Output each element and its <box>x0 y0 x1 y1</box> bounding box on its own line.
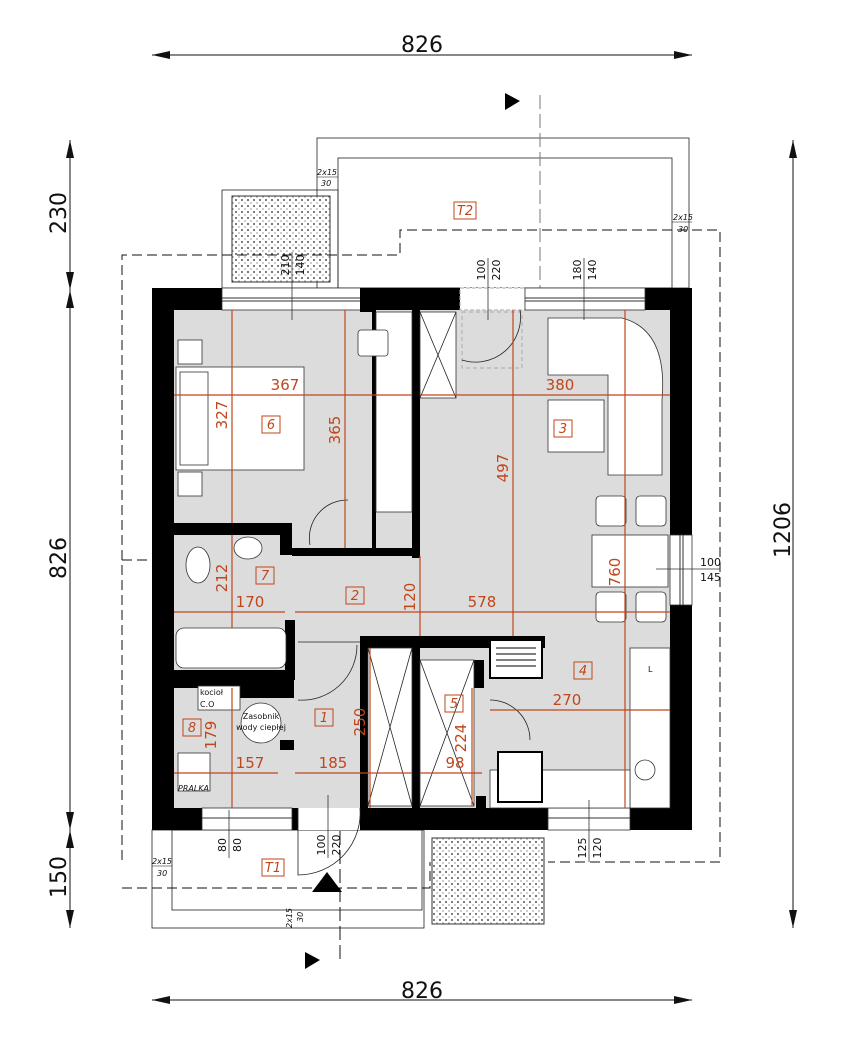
dim-bedroom-depth-2: 365 <box>326 416 344 445</box>
dining-table <box>591 534 669 588</box>
room-7: 7 <box>261 569 270 584</box>
tank-label-2: wody ciepłej <box>236 723 286 732</box>
dim-storage-width: 98 <box>445 754 464 772</box>
planter-top <box>231 195 331 283</box>
boiler <box>197 685 241 711</box>
right-total-dim: 1206 <box>771 502 796 558</box>
dim-bedroom-depth: 327 <box>213 401 231 430</box>
bathtub <box>175 627 287 669</box>
window-kitchen-width: 125 <box>576 838 589 859</box>
window-dining <box>669 534 693 606</box>
bottom-width-dim: 826 <box>401 979 443 1004</box>
steps-bottom-depth: 30 <box>296 912 305 922</box>
window-bedroom-height: 140 <box>294 255 307 276</box>
entrance-door-width: 100 <box>315 835 328 856</box>
tank-label: Zasobnik <box>243 712 280 721</box>
terrace-door-height: 220 <box>490 260 503 281</box>
room-3: 3 <box>559 422 567 437</box>
dim-boiler-width: 157 <box>236 754 265 772</box>
wardrobes <box>367 311 475 807</box>
window-dining-width: 100 <box>700 556 721 569</box>
dim-hall-depth: 120 <box>401 583 419 612</box>
fridge-label: L <box>648 665 653 674</box>
dim-storage-depth: 224 <box>452 724 470 753</box>
top-width-dim: 826 <box>401 33 443 58</box>
building: L kocioł C.O Zasobnik wody ciepłej PRALK… <box>152 287 693 876</box>
step-annotations: 2x15 30 2x15 30 2x15 30 2x15 30 <box>152 168 693 928</box>
coffee-table <box>547 399 605 453</box>
kitchen-counter <box>629 647 671 809</box>
section-marker-bottom <box>305 952 320 969</box>
dim-bedroom-width: 367 <box>271 376 300 394</box>
outer-dimensions: 826 826 230 826 150 1206 <box>47 33 797 1004</box>
window-boiler-width: 80 <box>216 838 229 852</box>
steps-right: 2x15 <box>673 213 693 222</box>
bedroom-door <box>309 499 349 546</box>
dim-living-kitchen-depth: 760 <box>606 558 624 587</box>
interior-dimension-lines <box>174 310 670 808</box>
bathroom-sink <box>233 536 263 560</box>
water-tank <box>240 702 282 744</box>
steps-left-depth: 30 <box>157 869 167 878</box>
window-kitchen-height: 120 <box>591 838 604 859</box>
dim-bath-width: 170 <box>236 593 265 611</box>
steps-right-depth: 30 <box>678 225 688 234</box>
steps-left: 2x15 <box>152 857 172 866</box>
dim-living-depth: 497 <box>494 454 512 483</box>
steps-top: 2x15 <box>317 168 337 177</box>
room-1: 1 <box>320 711 328 726</box>
stove <box>497 751 543 803</box>
room-4: 4 <box>579 664 587 679</box>
section-marker-top <box>505 93 520 110</box>
dim-living-width: 380 <box>546 376 575 394</box>
terrace-t1: T1 <box>265 861 281 876</box>
boiler-type-label: C.O <box>200 700 214 709</box>
window-bedroom-width: 210 <box>279 255 292 276</box>
window-dining-height: 145 <box>700 571 721 584</box>
kitchen-sink <box>634 759 656 781</box>
dim-vestibule-depth: 250 <box>351 708 369 737</box>
left-house-dim: 826 <box>47 537 72 579</box>
steps-bottom: 2x15 <box>285 908 294 928</box>
room-8: 8 <box>188 721 196 736</box>
washer-label: PRALKA <box>178 784 209 793</box>
room-2: 2 <box>351 589 359 604</box>
room-numbers: 6 3 7 2 4 5 1 8 T2 T1 <box>182 201 593 877</box>
steps-top-depth: 30 <box>321 179 331 188</box>
fireplace <box>489 639 543 679</box>
living-furniture <box>461 311 669 623</box>
washing-machine <box>177 752 211 792</box>
boiler-label: kocioł <box>200 688 224 697</box>
opening-labels: 210 140 100 220 180 140 100 145 80 80 10… <box>216 252 721 862</box>
window-living-height: 140 <box>586 260 599 281</box>
dim-kitchen-width: 270 <box>553 691 582 709</box>
dim-boiler-depth: 179 <box>202 721 220 750</box>
dim-vestibule-width: 185 <box>319 754 348 772</box>
toilet <box>185 546 211 584</box>
entrance-door <box>298 808 360 830</box>
terrace-door-width: 100 <box>475 260 488 281</box>
entrance-door-height: 220 <box>330 835 343 856</box>
interior-dimensions: 367 380 327 365 497 760 212 170 120 578 … <box>202 376 624 772</box>
window-living <box>524 287 646 311</box>
dim-bath-depth: 212 <box>213 564 231 593</box>
planter-bottom <box>431 837 545 925</box>
terrace-door <box>459 287 526 311</box>
window-boiler-height: 80 <box>231 838 244 852</box>
room-6: 6 <box>267 418 275 433</box>
terrace-t2: T2 <box>457 204 473 219</box>
dim-hall-width: 578 <box>468 593 497 611</box>
window-boiler <box>201 807 293 831</box>
window-living-width: 180 <box>571 260 584 281</box>
room-5: 5 <box>450 697 458 712</box>
left-entry-dim: 150 <box>47 856 72 898</box>
entry-arrow <box>312 872 342 892</box>
left-terrace-dim: 230 <box>47 192 72 234</box>
